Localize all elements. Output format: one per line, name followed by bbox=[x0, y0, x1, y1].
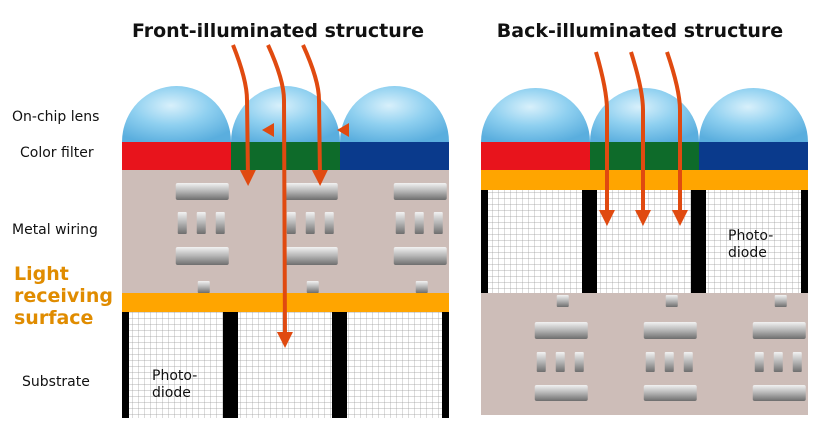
metal-via bbox=[536, 352, 546, 372]
metal-bar bbox=[643, 385, 697, 401]
metal-contact bbox=[197, 281, 210, 293]
metal-bar bbox=[67, 247, 120, 265]
light-ray-arrow bbox=[665, 51, 688, 226]
metal-via bbox=[574, 352, 584, 372]
label-on-chip-lens: On-chip lens bbox=[12, 109, 99, 125]
label-light-receiving-1: Light bbox=[14, 263, 69, 285]
photodiode-label-front-1: Photo- bbox=[152, 368, 197, 384]
metal-via bbox=[215, 212, 225, 234]
metal-bar bbox=[752, 385, 806, 401]
metal-bar bbox=[175, 247, 229, 265]
reflected-light-arrowhead bbox=[262, 123, 274, 137]
metal-via bbox=[433, 212, 443, 234]
wiring-clip bbox=[67, 170, 449, 293]
metal-bar bbox=[643, 322, 697, 339]
color-filter-blue bbox=[699, 142, 808, 170]
metal-contact bbox=[415, 281, 428, 293]
light-ray-arrow bbox=[629, 51, 651, 226]
label-color-filter: Color filter bbox=[20, 145, 94, 161]
metal-contact bbox=[556, 295, 569, 307]
metal-bar bbox=[534, 322, 588, 339]
photodiode-label-back-1: Photo- bbox=[728, 228, 773, 244]
isolation-wall bbox=[582, 190, 597, 293]
metal-contact bbox=[448, 295, 460, 307]
label-light-receiving-3: surface bbox=[14, 307, 93, 329]
isolation-wall bbox=[223, 312, 238, 418]
light-ray-arrow bbox=[231, 44, 256, 186]
metal-bar bbox=[284, 247, 338, 265]
metal-via bbox=[395, 212, 405, 234]
front-title: Front-illuminated structure bbox=[132, 20, 424, 42]
color-filter-red bbox=[122, 142, 231, 170]
metal-bar bbox=[67, 183, 120, 200]
isolation-wall bbox=[332, 312, 347, 418]
isolation-wall bbox=[481, 190, 488, 293]
wiring-clip bbox=[448, 293, 808, 415]
metal-via bbox=[683, 352, 693, 372]
metal-via bbox=[773, 352, 783, 372]
on-chip-lens bbox=[122, 86, 231, 142]
metal-via bbox=[466, 352, 475, 372]
light-arrows bbox=[231, 44, 688, 348]
isolation-wall bbox=[122, 312, 129, 418]
metal-bar bbox=[752, 322, 806, 339]
color-filter-red bbox=[481, 142, 590, 170]
metal-contact bbox=[665, 295, 678, 307]
label-metal-wiring: Metal wiring bbox=[12, 222, 98, 238]
metal-bar bbox=[284, 183, 338, 200]
color-filter-blue bbox=[340, 142, 449, 170]
metal-via bbox=[792, 352, 802, 372]
metal-via bbox=[196, 212, 206, 234]
metal-contact bbox=[774, 295, 787, 307]
metal-contact bbox=[306, 281, 319, 293]
label-substrate: Substrate bbox=[22, 374, 90, 390]
light-ray-arrow bbox=[594, 51, 615, 226]
metal-via bbox=[555, 352, 565, 372]
front-illuminated-panel bbox=[67, 86, 449, 418]
on-chip-lens bbox=[481, 88, 590, 142]
reflected-light-arrowhead bbox=[337, 123, 349, 137]
on-chip-lens bbox=[340, 86, 449, 142]
metal-via bbox=[305, 212, 315, 234]
metal-via bbox=[324, 212, 334, 234]
metal-via bbox=[754, 352, 764, 372]
metal-via bbox=[107, 212, 116, 234]
isolation-wall bbox=[801, 190, 808, 293]
metal-via bbox=[414, 212, 424, 234]
photodiode-label-front-2: diode bbox=[152, 385, 191, 401]
light-ray-arrow bbox=[266, 44, 293, 348]
metal-via bbox=[664, 352, 674, 372]
light-ray-arrow bbox=[301, 44, 328, 186]
metal-bar bbox=[175, 183, 229, 200]
metal-bar bbox=[393, 247, 447, 265]
photodiode-label-back-2: diode bbox=[728, 245, 767, 261]
back-title: Back-illuminated structure bbox=[497, 20, 783, 42]
label-light-receiving-2: receiving bbox=[14, 285, 113, 307]
metal-via bbox=[177, 212, 187, 234]
metal-bar bbox=[534, 385, 588, 401]
on-chip-lens bbox=[699, 88, 808, 142]
isolation-wall bbox=[442, 312, 449, 418]
isolation-wall bbox=[691, 190, 706, 293]
metal-via bbox=[286, 212, 296, 234]
metal-via bbox=[645, 352, 655, 372]
metal-bar bbox=[393, 183, 447, 200]
